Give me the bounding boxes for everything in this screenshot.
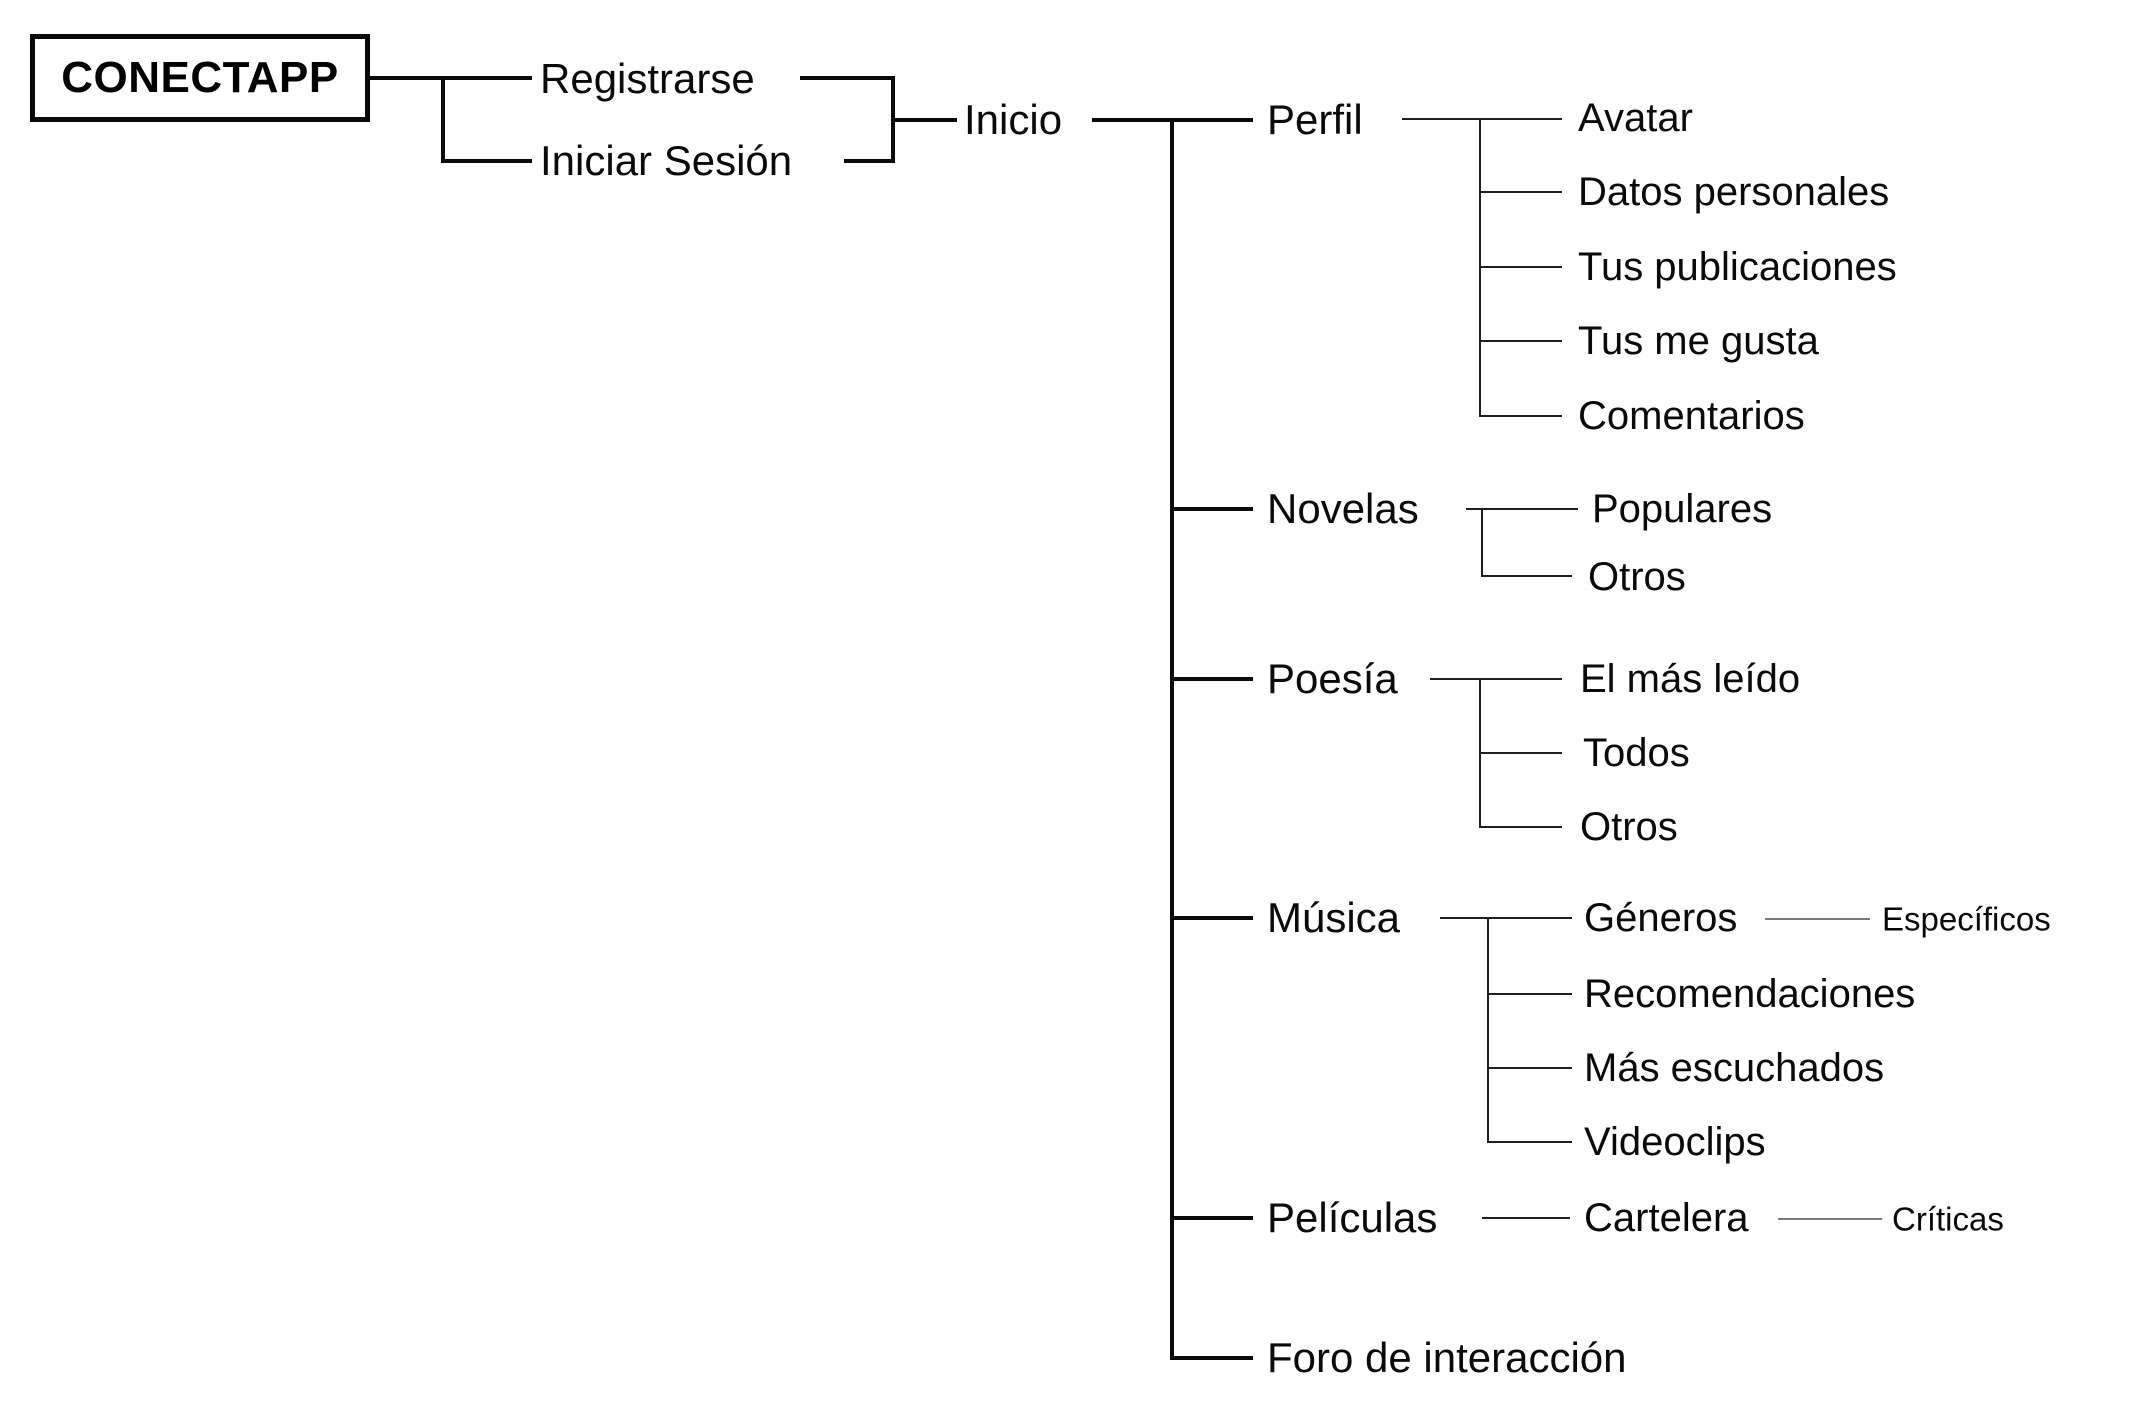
connector-perfil-tick-1 xyxy=(1479,191,1562,193)
node-novelas-otros: Otros xyxy=(1588,555,1686,599)
node-criticas: Críticas xyxy=(1892,1200,2004,1238)
connector-cartelera-to-criticas xyxy=(1778,1218,1882,1220)
node-mas-escuchados: Más escuchados xyxy=(1584,1046,1885,1090)
connector-peliculas-branch xyxy=(1482,1217,1570,1219)
node-avatar: Avatar xyxy=(1578,96,1693,140)
connector-musica-tick-3 xyxy=(1487,1141,1572,1143)
section-peliculas: Películas xyxy=(1267,1194,1438,1241)
section-novelas: Novelas xyxy=(1267,485,1419,532)
node-videoclips: Videoclips xyxy=(1584,1120,1766,1164)
connector-perfil-tick-4 xyxy=(1479,415,1562,417)
node-novelas-populares: Populares xyxy=(1592,487,1773,531)
connector-perfil-tick-2 xyxy=(1479,266,1562,268)
node-todos: Todos xyxy=(1583,731,1690,775)
node-cartelera: Cartelera xyxy=(1584,1196,1749,1240)
root-node-box: CONECTAPP xyxy=(30,34,370,122)
connector-perfil-branch xyxy=(1402,118,1562,120)
trunk-tick-foro xyxy=(1170,1356,1253,1360)
node-iniciar-sesion: Iniciar Sesión xyxy=(540,137,793,184)
section-perfil: Perfil xyxy=(1267,96,1363,143)
section-musica: Música xyxy=(1267,894,1401,941)
connector-poesia-tick-1 xyxy=(1479,752,1562,754)
connector-perfil-tick-3 xyxy=(1479,340,1562,342)
trunk-tick-peliculas xyxy=(1170,1216,1253,1220)
trunk-vertical xyxy=(1170,118,1174,1360)
node-comentarios: Comentarios xyxy=(1578,394,1805,438)
node-registrarse: Registrarse xyxy=(540,55,755,102)
node-tus-publicaciones: Tus publicaciones xyxy=(1578,245,1897,289)
connector-iniciar-out xyxy=(844,159,895,163)
root-node-label: CONECTAPP xyxy=(61,53,339,102)
connector-novelas-vertical xyxy=(1481,508,1483,577)
node-generos: Géneros xyxy=(1584,896,1738,940)
node-inicio: Inicio xyxy=(964,96,1063,143)
connector-merge-to-inicio xyxy=(891,118,957,122)
trunk-tick-musica xyxy=(1170,916,1253,920)
node-datos-personales: Datos personales xyxy=(1578,170,1890,214)
node-especificos: Específicos xyxy=(1882,900,2051,938)
node-recomendaciones: Recomendaciones xyxy=(1584,972,1916,1016)
node-el-mas-leido: El más leído xyxy=(1580,657,1801,701)
connector-root-to-auth xyxy=(365,76,532,80)
connector-auth-tick-login xyxy=(441,159,532,163)
section-foro: Foro de interacción xyxy=(1267,1334,1627,1381)
node-poesia-otros: Otros xyxy=(1580,805,1678,849)
connector-musica-vertical xyxy=(1487,917,1489,1143)
connector-generos-to-especificos xyxy=(1765,918,1870,920)
trunk-tick-poesia xyxy=(1170,677,1253,681)
section-poesia: Poesía xyxy=(1267,655,1398,702)
trunk-tick-novelas xyxy=(1170,507,1253,511)
connector-auth-branch-vertical xyxy=(441,76,445,163)
connector-registrarse-out xyxy=(800,76,895,80)
connector-musica-branch xyxy=(1440,917,1572,919)
connector-novelas-branch xyxy=(1466,508,1578,510)
connector-novelas-tick-1 xyxy=(1481,575,1572,577)
connector-musica-tick-2 xyxy=(1487,1067,1572,1069)
connector-poesia-tick-2 xyxy=(1479,826,1562,828)
connector-musica-tick-1 xyxy=(1487,993,1572,995)
connector-poesia-branch xyxy=(1430,678,1562,680)
node-tus-me-gusta: Tus me gusta xyxy=(1578,319,1819,363)
